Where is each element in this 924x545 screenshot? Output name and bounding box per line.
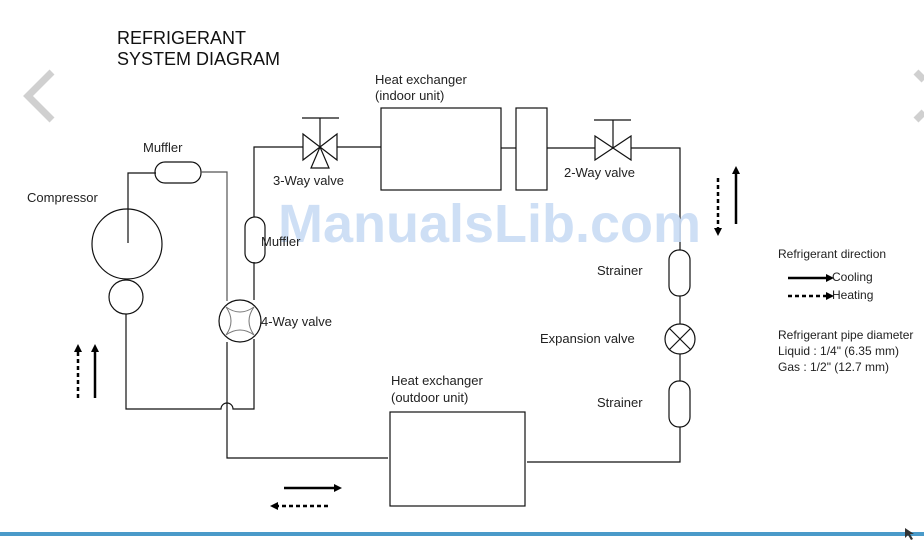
strainer-upper <box>668 249 691 297</box>
chevron-left-icon <box>23 69 55 123</box>
chevron-right-icon <box>913 69 924 123</box>
label-muffler-top: Muffler <box>143 140 183 155</box>
outdoor-heat-exchanger <box>389 411 526 507</box>
four-way-valve <box>218 299 262 343</box>
indoor-fan-box <box>515 107 548 191</box>
label-three-way-valve: 3-Way valve <box>273 173 345 188</box>
next-page-button[interactable] <box>912 68 924 124</box>
indoor-heat-exchanger <box>380 107 502 191</box>
label-expansion-valve: Expansion valve <box>540 331 635 346</box>
expansion-valve-cross <box>668 327 692 351</box>
three-way-valve <box>302 117 339 169</box>
diagram-title: REFRIGERANT SYSTEM DIAGRAM <box>117 28 280 70</box>
label-strainer-upper: Strainer <box>597 263 643 278</box>
label-four-way-valve: 4-Way valve <box>261 314 333 329</box>
legend-cooling-label: Cooling <box>832 270 873 284</box>
pipe-4way-to-outdoor <box>226 342 388 459</box>
watermark: ManualsLib.com <box>278 194 702 254</box>
prev-page-button[interactable] <box>20 68 56 124</box>
legend-gas: Gas : 1/2" (12.7 mm) <box>778 360 889 374</box>
label-indoor-hx-2: (indoor unit) <box>375 88 445 103</box>
two-way-valve <box>594 119 632 162</box>
legend-direction-title: Refrigerant direction <box>778 247 887 261</box>
label-outdoor-hx-1: Heat exchanger <box>391 373 483 388</box>
accumulator <box>108 279 144 315</box>
four-way-valve-inner <box>225 306 255 336</box>
label-muffler-side: Muffler <box>261 234 301 249</box>
title-line-2: SYSTEM DIAGRAM <box>117 49 281 69</box>
pipe-side-muffler-to-3way <box>253 146 303 217</box>
mouse-cursor-icon <box>905 527 917 545</box>
pipe-compressor-to-muffler <box>127 172 156 243</box>
label-indoor-hx-1: Heat exchanger <box>375 72 467 87</box>
strainer-lower <box>668 380 691 428</box>
label-compressor: Compressor <box>27 190 98 205</box>
muffler-top <box>154 161 202 184</box>
muffler-side <box>244 216 266 264</box>
pipe-accumulator-bottom <box>125 314 255 410</box>
legend-heating-label: Heating <box>832 288 874 302</box>
pipe-strainer-to-outdoor <box>527 427 681 463</box>
bottom-progress-bar <box>0 532 924 536</box>
label-outdoor-hx-2: (outdoor unit) <box>391 390 469 405</box>
label-two-way-valve: 2-Way valve <box>564 165 636 180</box>
legend-pipe-title: Refrigerant pipe diameter <box>778 328 914 342</box>
pipe-2way-to-strainer <box>631 147 681 250</box>
label-strainer-lower: Strainer <box>597 395 643 410</box>
legend-liquid: Liquid : 1/4" (6.35 mm) <box>778 344 899 358</box>
compressor-body <box>91 208 163 280</box>
title-line-1: REFRIGERANT <box>117 28 247 48</box>
pipe-muffler-to-4way <box>201 171 228 301</box>
